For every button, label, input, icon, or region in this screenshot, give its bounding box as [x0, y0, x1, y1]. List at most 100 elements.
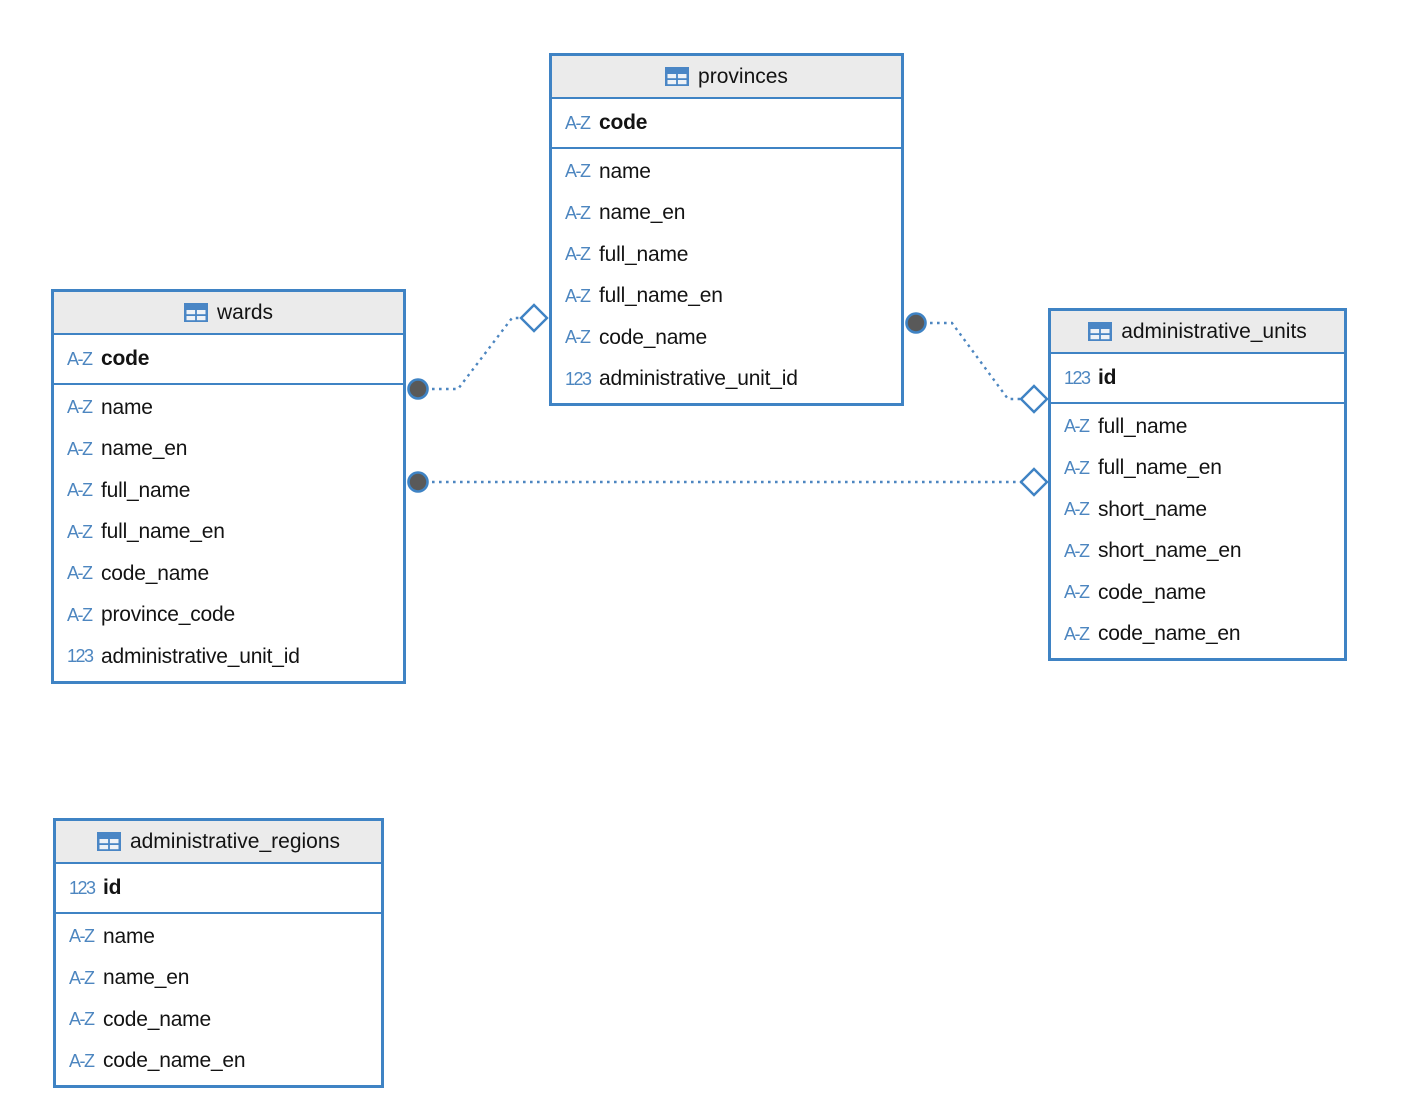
column-row-administrative_units-short_name[interactable]: A-Z short_name — [1051, 489, 1344, 531]
column-row-administrative_regions-code_name_en[interactable]: A-Z code_name_en — [56, 1041, 381, 1083]
column-name: name_en — [599, 201, 686, 225]
column-name: short_name_en — [1098, 539, 1242, 563]
entity-header[interactable]: administrative_units — [1051, 311, 1344, 354]
column-row-provinces-code_name[interactable]: A-Z code_name — [552, 317, 901, 359]
column-name: code_name — [101, 561, 209, 585]
text-type-icon: A-Z — [1064, 499, 1090, 520]
column-row-wards-name[interactable]: A-Z name — [54, 387, 403, 429]
column-name: code — [101, 347, 150, 370]
relation-end-diamond — [519, 303, 549, 333]
columns-section: A-Z name A-Z name_en A-Z full_name A-Z f… — [552, 149, 901, 403]
text-type-icon: A-Z — [69, 1050, 95, 1071]
column-name: name — [599, 159, 651, 183]
text-type-icon: A-Z — [69, 1009, 95, 1030]
text-type-icon: A-Z — [565, 112, 591, 133]
column-row-administrative_regions-code_name[interactable]: A-Z code_name — [56, 999, 381, 1041]
text-type-icon: A-Z — [565, 202, 591, 223]
columns-section: A-Z name A-Z name_en A-Z full_name A-Z f… — [54, 385, 403, 681]
column-row-administrative_units-full_name_en[interactable]: A-Z full_name_en — [1051, 448, 1344, 490]
number-type-icon: 123 — [565, 368, 592, 389]
column-name: full_name — [101, 478, 191, 502]
text-type-icon: A-Z — [69, 967, 95, 988]
text-type-icon: A-Z — [67, 480, 93, 501]
text-type-icon: A-Z — [67, 604, 93, 625]
column-name: id — [1098, 366, 1117, 389]
primary-key-section: 123 id — [1051, 354, 1344, 404]
column-name: name_en — [101, 437, 188, 461]
entity-provinces[interactable]: provinces A-Z code A-Z name A-Z name_en … — [549, 53, 904, 406]
text-type-icon: A-Z — [565, 244, 591, 265]
primary-key-section: A-Z code — [54, 335, 403, 385]
text-type-icon: A-Z — [565, 285, 591, 306]
column-name: code_name_en — [103, 1049, 246, 1073]
column-name: name_en — [103, 966, 190, 990]
primary-key-section: 123 id — [56, 864, 381, 914]
column-name: code — [599, 111, 648, 134]
entity-title: administrative_regions — [129, 829, 341, 853]
column-row-provinces-full_name_en[interactable]: A-Z full_name_en — [552, 276, 901, 318]
column-row-administrative_units-full_name[interactable]: A-Z full_name — [1051, 406, 1344, 448]
entity-administrative_units[interactable]: administrative_units 123 id A-Z full_nam… — [1048, 308, 1347, 661]
column-row-wards-name_en[interactable]: A-Z name_en — [54, 429, 403, 471]
column-row-administrative_units-code_name_en[interactable]: A-Z code_name_en — [1051, 614, 1344, 656]
columns-section: A-Z full_name A-Z full_name_en A-Z short… — [1051, 404, 1344, 658]
entity-title: wards — [216, 300, 274, 324]
column-row-administrative_units-id[interactable]: 123 id — [1051, 354, 1344, 402]
column-row-provinces-full_name[interactable]: A-Z full_name — [552, 234, 901, 276]
entity-header[interactable]: administrative_regions — [56, 821, 381, 864]
column-row-wards-code_name[interactable]: A-Z code_name — [54, 553, 403, 595]
table-icon — [183, 303, 208, 322]
text-type-icon: A-Z — [67, 563, 93, 584]
text-type-icon: A-Z — [67, 521, 93, 542]
relation-line[interactable] — [916, 321, 1021, 401]
column-row-provinces-code[interactable]: A-Z code — [552, 99, 901, 147]
column-name: name — [101, 395, 153, 419]
column-name: full_name_en — [1098, 456, 1222, 480]
column-row-provinces-name_en[interactable]: A-Z name_en — [552, 193, 901, 235]
relation-end-diamond — [1019, 384, 1049, 414]
column-row-administrative_regions-name[interactable]: A-Z name — [56, 916, 381, 958]
column-row-wards-administrative_unit_id[interactable]: 123 administrative_unit_id — [54, 636, 403, 678]
text-type-icon: A-Z — [1064, 623, 1090, 644]
relation-end-circle — [905, 312, 927, 334]
entity-administrative_regions[interactable]: administrative_regions 123 id A-Z name A… — [53, 818, 384, 1088]
column-row-administrative_units-code_name[interactable]: A-Z code_name — [1051, 572, 1344, 614]
table-icon — [665, 67, 690, 86]
entity-title: provinces — [698, 64, 788, 88]
entity-header[interactable]: provinces — [552, 56, 901, 99]
column-row-provinces-administrative_unit_id[interactable]: 123 administrative_unit_id — [552, 359, 901, 401]
column-row-administrative_regions-name_en[interactable]: A-Z name_en — [56, 958, 381, 1000]
relation-end-circle — [407, 378, 429, 400]
relation-line[interactable] — [418, 316, 521, 391]
column-name: name — [103, 924, 155, 948]
text-type-icon: A-Z — [1064, 416, 1090, 437]
text-type-icon: A-Z — [1064, 457, 1090, 478]
entity-header[interactable]: wards — [54, 292, 403, 335]
relation-provinces-to-administrative_units[interactable] — [905, 312, 1049, 414]
entity-title: administrative_units — [1121, 319, 1307, 343]
number-type-icon: 123 — [67, 646, 94, 667]
text-type-icon: A-Z — [1064, 582, 1090, 603]
column-row-administrative_regions-id[interactable]: 123 id — [56, 864, 381, 912]
number-type-icon: 123 — [69, 877, 96, 898]
column-name: code_name — [1098, 580, 1206, 604]
column-row-administrative_units-short_name_en[interactable]: A-Z short_name_en — [1051, 531, 1344, 573]
text-type-icon: A-Z — [1064, 540, 1090, 561]
column-name: administrative_unit_id — [599, 367, 798, 391]
primary-key-section: A-Z code — [552, 99, 901, 149]
column-name: full_name_en — [599, 284, 723, 308]
column-name: administrative_unit_id — [101, 644, 300, 668]
number-type-icon: 123 — [1064, 367, 1091, 388]
column-name: full_name — [1098, 414, 1188, 438]
relation-wards-to-provinces[interactable] — [407, 303, 549, 400]
column-row-wards-code[interactable]: A-Z code — [54, 335, 403, 383]
column-row-wards-full_name_en[interactable]: A-Z full_name_en — [54, 512, 403, 554]
column-name: full_name — [599, 242, 689, 266]
entity-wards[interactable]: wards A-Z code A-Z name A-Z name_en A-Z … — [51, 289, 406, 684]
column-row-wards-province_code[interactable]: A-Z province_code — [54, 595, 403, 637]
column-name: province_code — [101, 603, 235, 627]
column-row-provinces-name[interactable]: A-Z name — [552, 151, 901, 193]
relation-wards-to-administrative_units[interactable] — [407, 467, 1049, 497]
column-row-wards-full_name[interactable]: A-Z full_name — [54, 470, 403, 512]
